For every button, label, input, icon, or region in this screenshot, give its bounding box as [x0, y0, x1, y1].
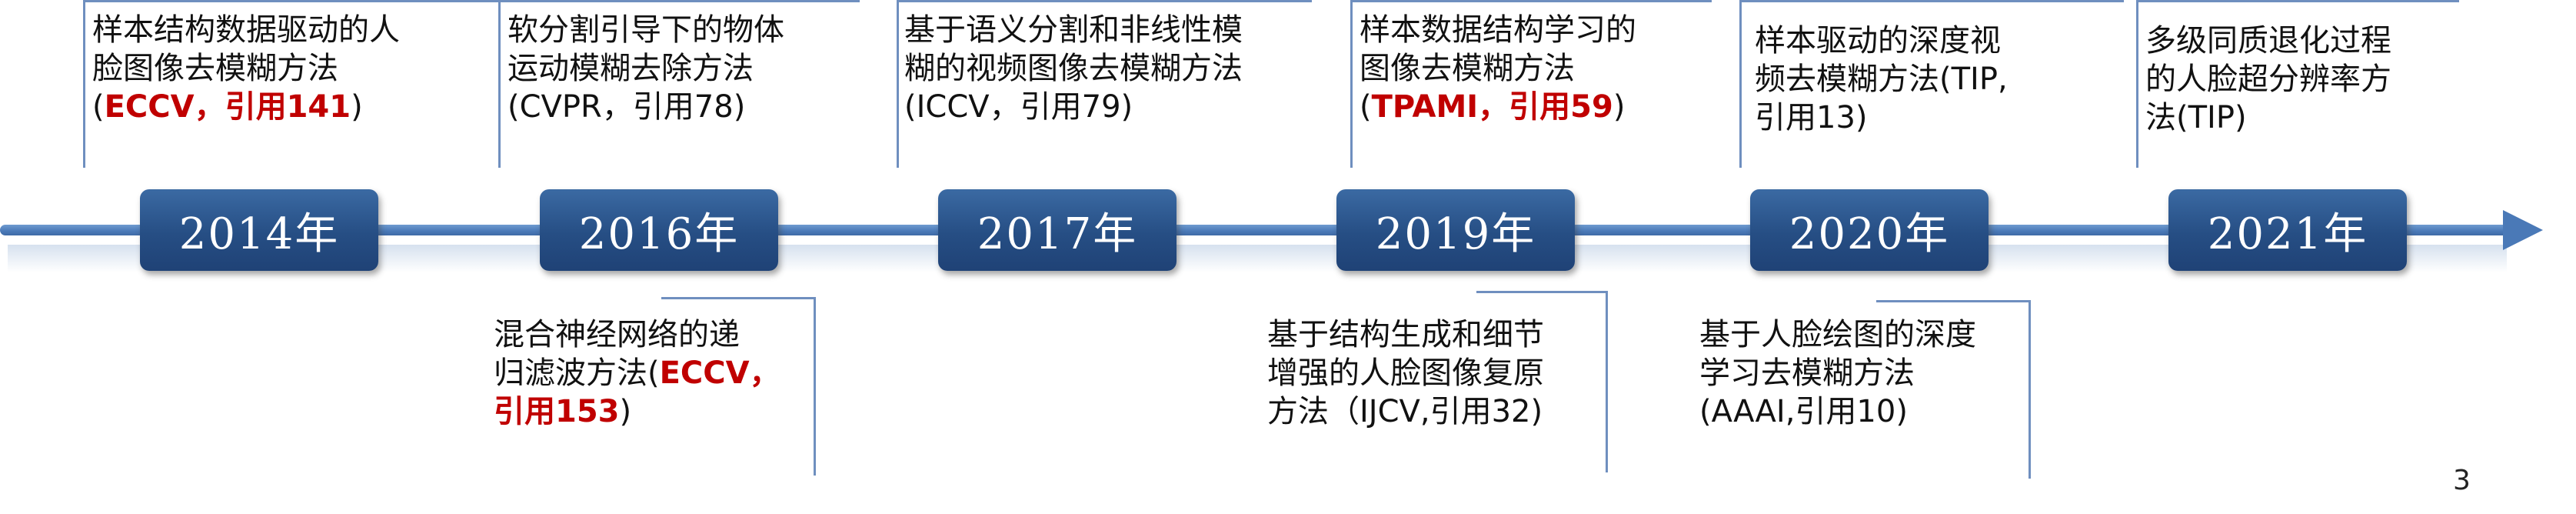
- paren-close: ): [619, 394, 632, 429]
- year-label: 2020年: [1789, 209, 1950, 259]
- bracket-line: [498, 0, 860, 2]
- venue-text: 引用13): [1755, 100, 1868, 135]
- timeline-axis-shadow: [8, 245, 2507, 272]
- callout-text: 软分割引导下的物体 运动模糊去除方法 (CVPR，引用78): [508, 11, 784, 126]
- callout-text: 样本数据结构学习的 图像去模糊方法 (TPAMI，引用59): [1360, 11, 1636, 126]
- callout-venue-line: (ICCV，引用79): [904, 88, 1243, 126]
- callout-line: 增强的人脸图像复原: [1267, 355, 1544, 391]
- bracket-line: [897, 0, 1312, 2]
- callout-line: 基于结构生成和细节: [1267, 317, 1544, 352]
- year-label: 2021年: [2207, 209, 2368, 259]
- year-box-2019: 2019年: [1336, 189, 1575, 271]
- callout-line: 基于人脸绘图的深度: [1699, 317, 1976, 352]
- callout-line: 样本数据结构学习的: [1360, 12, 1636, 48]
- venue-text: (CVPR，引用78): [508, 89, 746, 125]
- callout-line: 脸图像去模糊方法: [92, 51, 338, 86]
- venue-text: (ICCV，引用79): [904, 89, 1133, 125]
- bracket-line: [2136, 0, 2138, 168]
- callout-venue-line: (CVPR，引用78): [508, 88, 784, 126]
- callout-line: 基于语义分割和非线性模: [904, 12, 1243, 48]
- bracket-line: [83, 0, 85, 168]
- callout-line: 的人脸超分辨率方: [2145, 62, 2391, 97]
- bracket-line: [814, 297, 816, 476]
- year-box-2020: 2020年: [1750, 189, 1989, 271]
- callout-line: 糊的视频图像去模糊方法: [904, 51, 1243, 86]
- callout-line: 样本结构数据驱动的人: [92, 12, 400, 48]
- year-label: 2017年: [977, 209, 1138, 259]
- year-label: 2016年: [578, 209, 740, 259]
- bracket-line: [1876, 300, 2030, 302]
- callout-text: 基于人脸绘图的深度 学习去模糊方法 (AAAI,引用10): [1699, 315, 1976, 431]
- callout-text: 样本驱动的深度视 频去模糊方法(TIP, 引用13): [1755, 22, 2008, 137]
- callout-line: 运动模糊去除方法: [508, 51, 754, 86]
- page-number: 3: [2453, 465, 2471, 496]
- bracket-line: [1739, 0, 2124, 2]
- bracket-line: [2029, 300, 2031, 479]
- callout-text: 样本结构数据驱动的人 脸图像去模糊方法 (ECCV，引用141): [92, 11, 400, 126]
- venue-highlight: ECCV，引用141: [104, 89, 351, 125]
- year-box-2016: 2016年: [540, 189, 778, 271]
- bracket-line: [83, 0, 498, 2]
- bracket-line: [498, 0, 501, 168]
- bracket-line: [661, 297, 815, 299]
- callout-line: 图像去模糊方法: [1360, 51, 1575, 86]
- callout-line: 样本驱动的深度视: [1755, 23, 2001, 58]
- year-box-2021: 2021年: [2168, 189, 2407, 271]
- callout-venue-line: 法(TIP): [2145, 98, 2391, 137]
- timeline-arrow-icon: [2503, 210, 2543, 250]
- callout-line: 软分割引导下的物体: [508, 12, 784, 48]
- venue-highlight: ECCV，: [659, 355, 780, 391]
- callout-venue-line: 引用13): [1755, 98, 2008, 137]
- year-box-2014: 2014年: [140, 189, 378, 271]
- venue-highlight: TPAMI，引用59: [1371, 89, 1613, 125]
- callout-text: 混合神经网络的递 归滤波方法(ECCV， 引用153): [494, 315, 780, 431]
- bracket-line: [1350, 0, 1712, 2]
- paren-open: (: [1360, 89, 1372, 125]
- callout-line: 方法（IJCV,引用32): [1267, 394, 1543, 429]
- bracket-line: [1739, 0, 1742, 168]
- callout-text: 基于结构生成和细节 增强的人脸图像复原 方法（IJCV,引用32): [1267, 315, 1544, 431]
- venue-highlight: 引用153: [494, 394, 620, 429]
- callout-line: 频去模糊方法(TIP,: [1755, 62, 2008, 97]
- venue-text: 法(TIP): [2145, 100, 2247, 135]
- year-label: 2019年: [1375, 209, 1536, 259]
- bracket-line: [1350, 0, 1353, 168]
- callout-line: 混合神经网络的递: [494, 317, 740, 352]
- callout-line: 引用153): [494, 392, 780, 431]
- callout-line: (AAAI,引用10): [1699, 394, 1908, 429]
- callout-line: 学习去模糊方法: [1699, 355, 1915, 391]
- paren-open: (: [92, 89, 105, 125]
- year-label: 2014年: [178, 209, 340, 259]
- bracket-line: [897, 0, 899, 168]
- callout-venue-line: (TPAMI，引用59): [1360, 88, 1636, 126]
- bracket-line: [1606, 291, 1608, 472]
- bracket-line: [2136, 0, 2459, 2]
- paren-close: ): [1612, 89, 1626, 125]
- callout-venue-line: (ECCV，引用141): [92, 88, 400, 126]
- callout-text-part: 归滤波方法(: [494, 355, 660, 391]
- callout-text: 多级同质退化过程 的人脸超分辨率方 法(TIP): [2145, 22, 2391, 137]
- callout-line: 多级同质退化过程: [2145, 23, 2391, 58]
- year-box-2017: 2017年: [938, 189, 1177, 271]
- callout-line: 归滤波方法(ECCV，: [494, 354, 780, 392]
- bracket-line: [1476, 291, 1607, 293]
- callout-text: 基于语义分割和非线性模 糊的视频图像去模糊方法 (ICCV，引用79): [904, 11, 1243, 126]
- paren-close: ): [351, 89, 363, 125]
